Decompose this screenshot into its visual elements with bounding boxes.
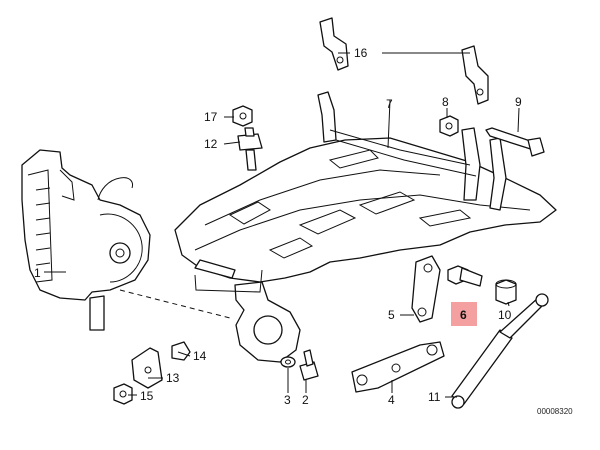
part-8-nut [439,115,459,137]
callout-13: 13 [166,371,180,385]
callout-14: 14 [193,349,207,363]
callout-8: 8 [442,95,449,109]
part-16-brackets [319,17,489,105]
alignment-dashed-line [119,289,231,319]
part-1-gearbox-housing [21,149,151,331]
part-17-nut [232,105,253,127]
part-4-lower-link [351,341,445,393]
part-15-nut [113,383,133,405]
diagram-reference-number: 00008320 [537,407,573,416]
callout-1: 1 [34,266,41,280]
callout-7: 7 [386,97,393,111]
callout-6: 6 [460,308,467,322]
highlight-box-6 [451,302,477,326]
part-14-pin [171,341,191,361]
callout-17: 17 [204,110,218,124]
callout-5: 5 [388,308,395,322]
callout-11: 11 [428,390,441,404]
callout-9: 9 [515,95,522,109]
part-5-link-bracket [411,255,441,323]
part-7-seat-frame [174,91,557,363]
callout-12: 12 [204,137,218,151]
part-10-bushing [495,279,517,305]
callout-16: 16 [354,46,368,60]
callout-2: 2 [302,393,309,407]
callout-10: 10 [498,308,512,322]
callout-3: 3 [284,393,291,407]
part-13-small-bracket [131,347,163,389]
callout-4: 4 [388,393,395,407]
part-3-washer [280,356,296,368]
part-2-screw [299,349,319,381]
callout-15: 15 [140,389,154,403]
leader-lines [44,52,520,398]
part-9-bolt [485,127,545,157]
part-11-gas-strut [451,293,549,409]
part-6-pin [447,265,483,287]
part-12-stud-bolt [237,127,263,171]
